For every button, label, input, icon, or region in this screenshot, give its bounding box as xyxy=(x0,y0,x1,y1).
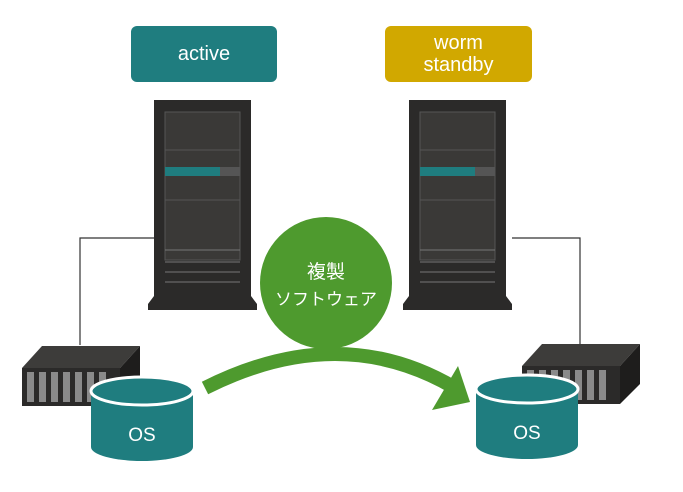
connector-standby-to-storage xyxy=(512,237,581,345)
os-disk-left-label: OS xyxy=(128,425,155,446)
connector-lines xyxy=(79,237,581,345)
standby-label-text: worm standby xyxy=(423,32,494,76)
active-label-text: active xyxy=(177,43,231,65)
os-disk-right-label: OS xyxy=(513,423,540,444)
connector-active-to-storage xyxy=(79,237,154,345)
os-disk-left: OS xyxy=(89,375,195,461)
os-disk-right: OS xyxy=(474,373,580,459)
active-server-tower xyxy=(148,100,257,310)
standby-server-tower xyxy=(403,100,512,310)
replication-label-line1: 複製 xyxy=(307,261,345,283)
replication-software-node: 複製 ソフトウェア xyxy=(260,217,392,349)
replication-label-line2: ソフトウェア xyxy=(275,290,377,309)
standby-label: worm standby xyxy=(385,26,532,82)
active-label: active xyxy=(131,26,277,82)
replication-arrow xyxy=(201,347,470,410)
